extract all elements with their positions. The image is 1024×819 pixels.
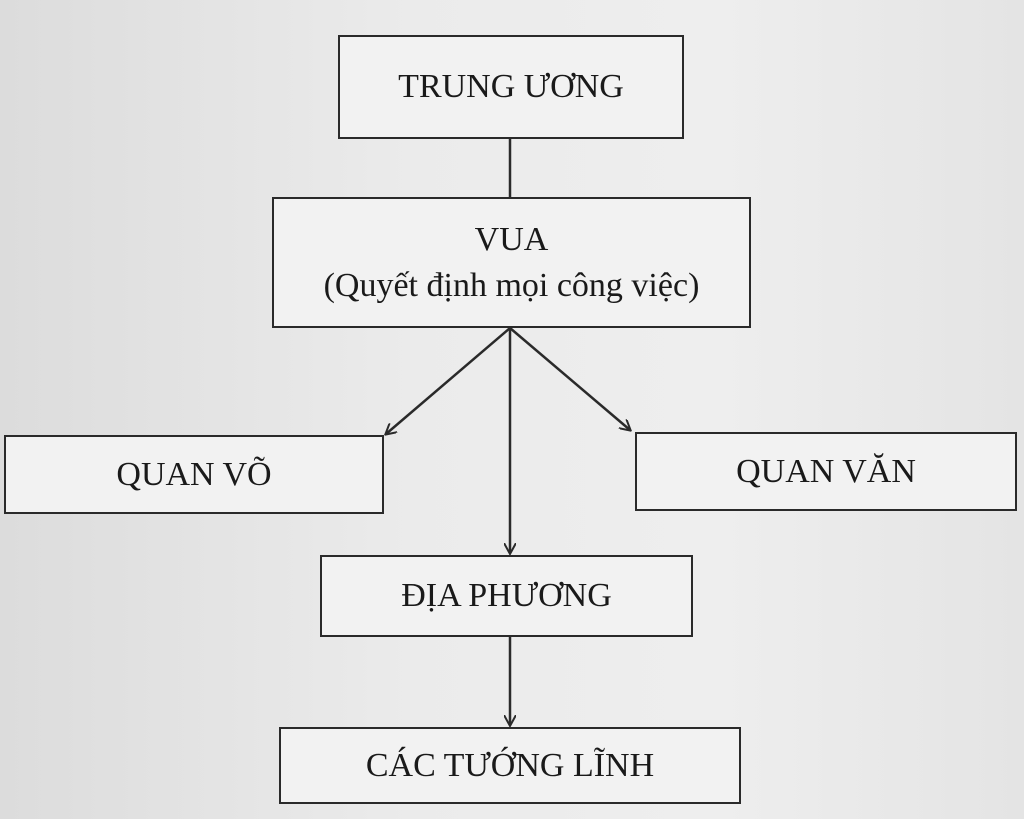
node-central-label: TRUNG ƯƠNG [398,68,624,106]
node-local: ĐỊA PHƯƠNG [320,555,693,637]
node-military: QUAN VÕ [4,435,384,514]
node-king-label: VUA [474,220,549,258]
node-king: VUA (Quyết định mọi công việc) [272,197,751,328]
node-civil-label: QUAN VĂN [736,452,916,490]
arrow-king-civil [509,327,630,430]
arrow-king-military [386,327,511,434]
node-generals-label: CÁC TƯỚNG LĨNH [365,746,655,784]
node-central: TRUNG ƯƠNG [338,35,684,139]
node-local-label: ĐỊA PHƯƠNG [401,577,612,615]
node-generals: CÁC TƯỚNG LĨNH [279,727,741,804]
node-military-label: QUAN VÕ [116,455,272,493]
node-king-note: (Quyết định mọi công việc) [323,266,700,304]
node-civil: QUAN VĂN [635,432,1017,511]
